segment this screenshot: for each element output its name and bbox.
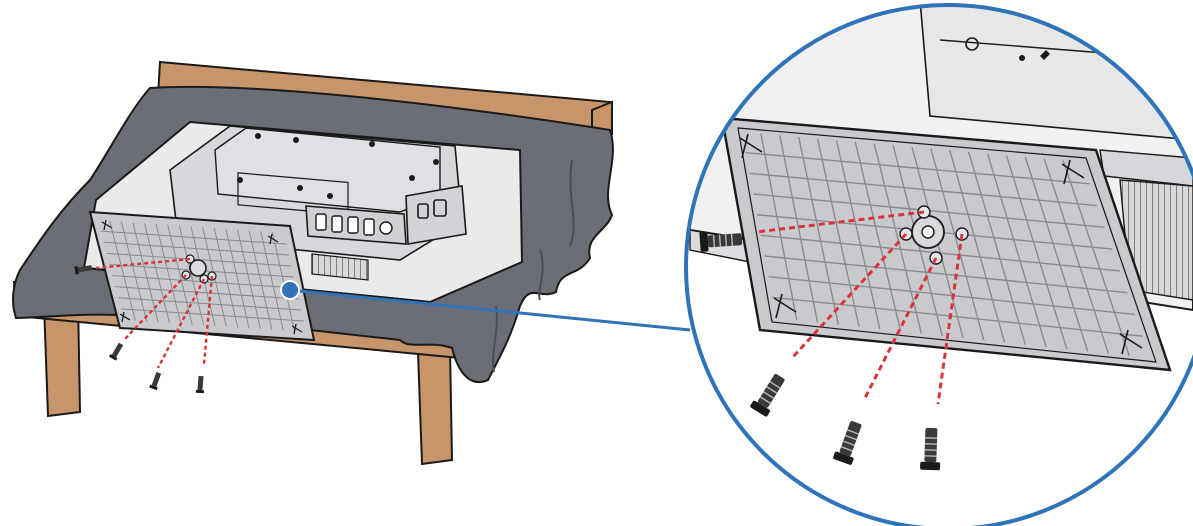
stand-base-main bbox=[88, 210, 316, 342]
grid-rib-vertical bbox=[225, 228, 250, 329]
callout-screw-4 bbox=[920, 427, 941, 471]
detail-callout bbox=[684, 3, 1193, 526]
grid-rib-horizontal bbox=[103, 241, 289, 256]
stand-base-corner-marks bbox=[101, 219, 303, 335]
callout-stand-base-grid bbox=[745, 133, 1143, 357]
grid-rib-vertical bbox=[144, 223, 170, 324]
grid-rib-vertical bbox=[271, 232, 296, 332]
tv-vent-grille bbox=[311, 253, 369, 281]
screw-guide-lines-callout bbox=[755, 210, 964, 405]
callout-anchor-dot bbox=[280, 280, 300, 300]
stand-base-center-hub bbox=[189, 259, 207, 277]
grid-rib-vertical bbox=[1043, 158, 1110, 354]
grid-rib-horizontal bbox=[772, 296, 1143, 337]
grid-rib-vertical bbox=[967, 151, 1027, 345]
grid-rib-vertical bbox=[248, 230, 273, 330]
callout-tv-lock-glyph bbox=[1040, 50, 1050, 60]
grid-rib-horizontal bbox=[100, 230, 287, 245]
grid-rib-vertical bbox=[109, 220, 136, 321]
screw-main-3 bbox=[149, 371, 162, 391]
callout-stand-base-inner bbox=[737, 127, 1157, 363]
grid-rib-vertical bbox=[854, 141, 902, 332]
grid-rib-horizontal bbox=[768, 275, 1135, 316]
callout-leader-line bbox=[289, 288, 691, 332]
cloth-fold-1 bbox=[569, 159, 575, 247]
callout-center-hub-inner bbox=[921, 225, 935, 239]
tv-side-port-glyphs bbox=[417, 199, 447, 219]
cloth-fold-2 bbox=[538, 249, 544, 301]
callout-leader bbox=[280, 280, 691, 332]
grid-rib-vertical bbox=[797, 136, 840, 325]
screw-main-2 bbox=[109, 342, 124, 361]
grid-rib-horizontal bbox=[115, 286, 299, 300]
grid-rib-vertical bbox=[930, 148, 985, 341]
callout-tv-hole-2 bbox=[1019, 55, 1025, 61]
grid-rib-vertical bbox=[120, 221, 148, 322]
grid-rib-horizontal bbox=[745, 151, 1090, 185]
cloth-fold-3 bbox=[492, 305, 498, 373]
grid-rib-vertical bbox=[760, 133, 798, 321]
grid-rib-vertical bbox=[1062, 160, 1130, 357]
grid-rib-vertical bbox=[873, 143, 923, 334]
grid-rib-vertical bbox=[260, 231, 284, 331]
grid-rib-vertical bbox=[167, 224, 193, 325]
grid-rib-horizontal bbox=[764, 255, 1128, 294]
grid-rib-horizontal bbox=[118, 297, 302, 311]
grid-rib-vertical bbox=[132, 222, 159, 323]
grid-rib-vertical bbox=[155, 223, 182, 324]
grid-rib-vertical bbox=[949, 150, 1006, 343]
grid-rib-vertical bbox=[1024, 156, 1089, 352]
screw-main-4 bbox=[195, 375, 204, 394]
grid-rib-horizontal bbox=[749, 172, 1098, 207]
tv-ports bbox=[315, 213, 393, 236]
screw-guide-lines-main bbox=[95, 257, 214, 369]
tv-screw-holes bbox=[237, 133, 439, 199]
callout-ring bbox=[684, 3, 1193, 526]
callout-tv-raised-plate bbox=[919, 5, 1193, 141]
callout-tv-hole-1 bbox=[965, 37, 979, 51]
grid-rib-vertical bbox=[986, 153, 1047, 348]
grid-rib-vertical bbox=[1005, 155, 1068, 350]
callout-screw-1 bbox=[699, 231, 743, 252]
grid-rib-vertical bbox=[178, 225, 205, 326]
tv-side-ports bbox=[405, 185, 467, 245]
callout-screw-3 bbox=[833, 421, 862, 465]
screw-main-1 bbox=[74, 265, 93, 275]
callout-stand-base-corner-marks bbox=[739, 133, 1143, 355]
grid-rib-vertical bbox=[835, 140, 881, 330]
tv-label-area bbox=[237, 172, 349, 216]
grid-rib-vertical bbox=[816, 138, 860, 328]
grid-rib-vertical bbox=[779, 135, 819, 323]
grid-rib-vertical bbox=[213, 228, 239, 328]
callout-screw-2 bbox=[750, 373, 785, 417]
grid-rib-vertical bbox=[237, 229, 261, 330]
table-leg-right-front bbox=[416, 346, 454, 466]
